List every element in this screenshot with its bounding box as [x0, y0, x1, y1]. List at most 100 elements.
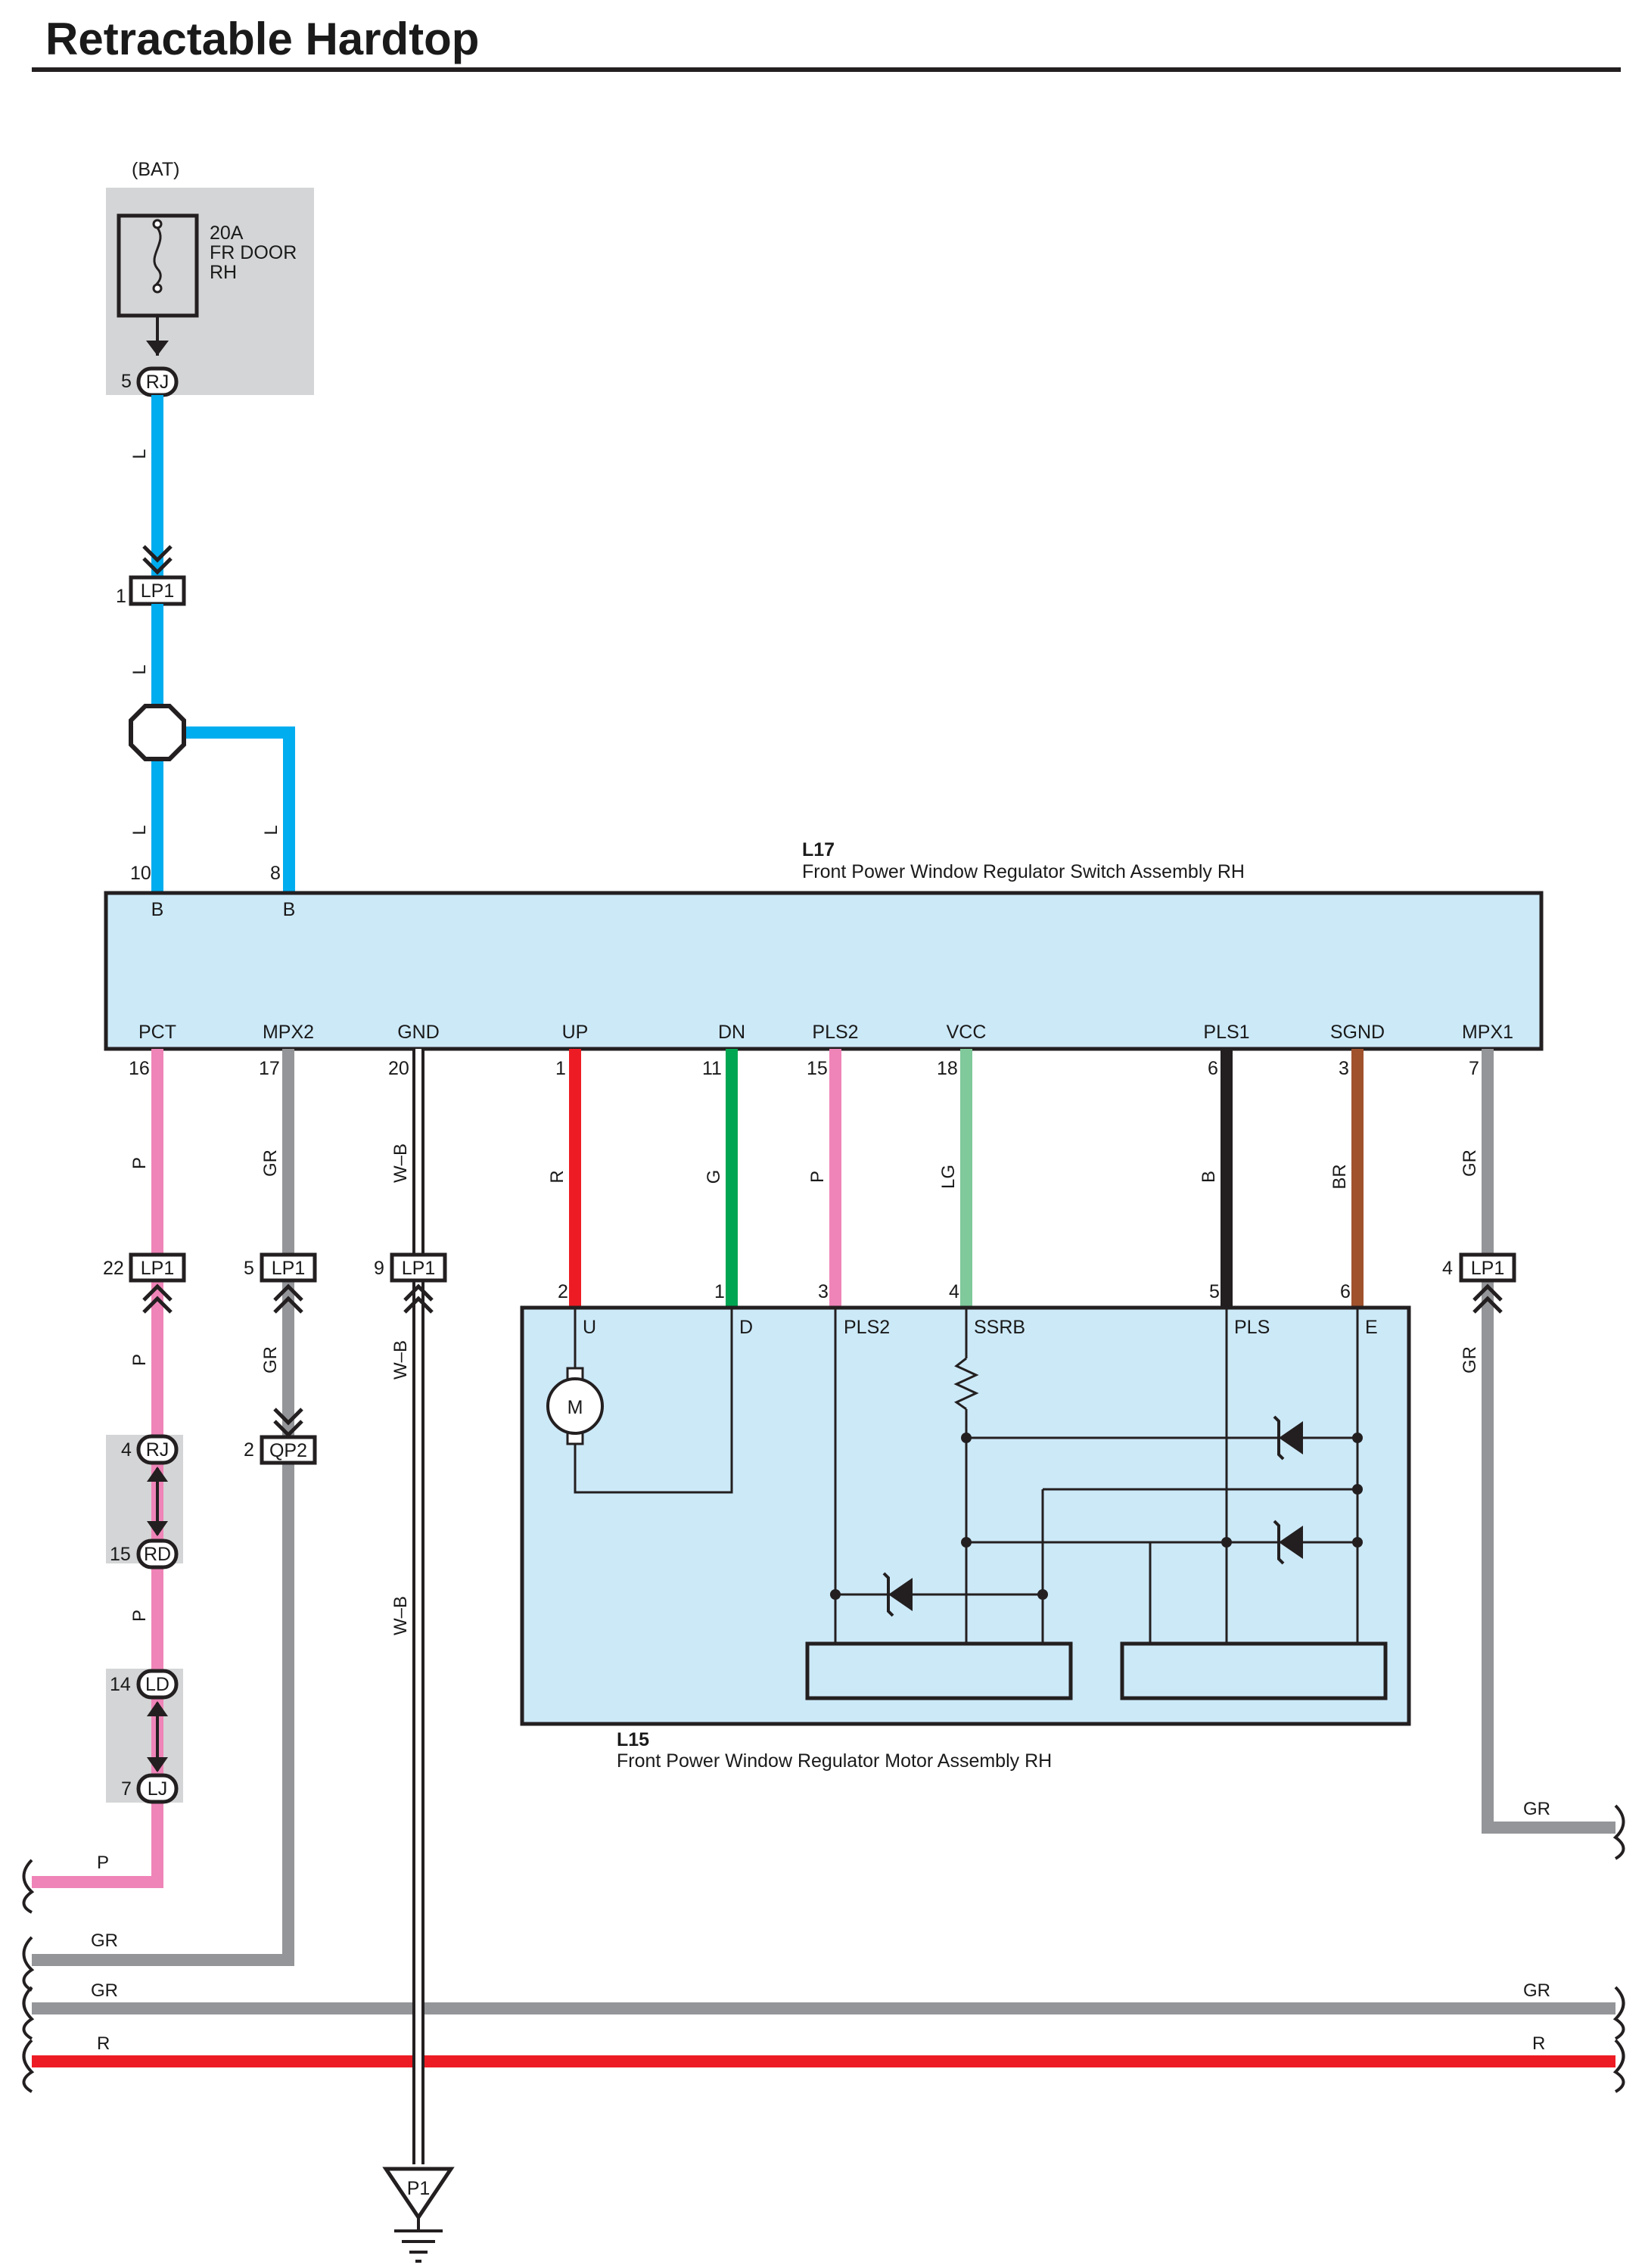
l15-label-pls2: PLS2 [844, 1317, 890, 1338]
l15-pin-6: 6 [1340, 1281, 1351, 1302]
conn-lp1-gnd-label: LP1 [402, 1258, 435, 1279]
pin-17: 17 [259, 1058, 280, 1079]
chevron-down-icon [142, 545, 173, 575]
wire-label-pls2: P [807, 1171, 828, 1183]
l17-label-sgnd: SGND [1330, 1022, 1385, 1043]
conn-ld-pin: 14 [110, 1674, 131, 1695]
pin-15: 15 [807, 1058, 828, 1079]
wire-label-l-d: L [261, 825, 281, 835]
wire-label-gr-right: GR [1523, 1980, 1550, 2001]
connector-rj-label: RJ [146, 372, 169, 393]
l17-top-pin-10: 10 [130, 863, 151, 884]
connector-qp2 [260, 1435, 317, 1465]
wire-mpx1 [1482, 1049, 1615, 1834]
l15-pin-3: 3 [818, 1281, 829, 1302]
conn-qp2-pin: 2 [244, 1439, 254, 1461]
l17-label-pls1: PLS1 [1203, 1022, 1249, 1043]
conn-rj-pin: 4 [121, 1439, 132, 1461]
pin-20: 20 [388, 1058, 409, 1079]
l17-label-mpx2: MPX2 [263, 1022, 314, 1043]
conn-lp1-5-pin: 5 [244, 1258, 254, 1279]
l17-top-label-b2: B [283, 899, 296, 920]
arrow-down-icon [147, 1757, 168, 1772]
conn-ld-label: LD [145, 1674, 169, 1695]
ground-icon [394, 2217, 443, 2263]
wire-label-mpx1-h: GR [1523, 1799, 1550, 1819]
wire-label-l-a: L [129, 449, 150, 459]
zener-diode-icon [882, 1572, 913, 1617]
wire-break-marks-left [22, 1859, 35, 2093]
conn-qp2-label: QP2 [269, 1440, 307, 1461]
wire-break-marks-right [1612, 1804, 1625, 2093]
motor-icon [546, 1367, 604, 1445]
arrow-down-icon [146, 341, 169, 356]
wire-label-pls1: B [1199, 1171, 1219, 1183]
conn-lp1-pct-label: LP1 [141, 1258, 174, 1279]
l15-label-ssrb: SSRB [974, 1317, 1025, 1338]
zener-diode-icon [1273, 1415, 1303, 1461]
chevron-up-icon [403, 1283, 434, 1314]
l17-id: L17 [802, 839, 835, 860]
conn-rd-label: RD [144, 1544, 171, 1565]
conn-lp1-4-pin: 4 [1442, 1258, 1453, 1279]
zener-diode-icon [1273, 1520, 1303, 1565]
l15-pin-5: 5 [1209, 1281, 1220, 1302]
pin-18: 18 [937, 1058, 958, 1079]
fuse-icon [152, 219, 163, 294]
fuse-pin-number: 5 [121, 371, 132, 392]
fuse-circuit-line2: RH [210, 262, 237, 283]
wire-label-r-left: R [97, 2033, 110, 2054]
l17-label-mpx1: MPX1 [1462, 1022, 1513, 1043]
pin-16: 16 [129, 1058, 150, 1079]
l15-label-u: U [583, 1317, 596, 1338]
connector-lp1-mpx2 [260, 1252, 317, 1283]
fuse-box-shade [106, 188, 314, 395]
wire-label-gnd-c: W–B [390, 1596, 411, 1635]
wire-label-mpx1-b: GR [1460, 1346, 1480, 1374]
wire-label-mpx2-b: GR [260, 1346, 281, 1374]
pin-11: 11 [702, 1058, 722, 1079]
wire-label-dn: G [704, 1170, 724, 1184]
l17-top-label-b1: B [151, 899, 164, 920]
connector-rd [136, 1538, 179, 1570]
wire-mpx2 [32, 1049, 294, 1966]
conn-lp1-pin1: 1 [116, 586, 126, 607]
pin-3: 3 [1339, 1058, 1349, 1079]
arrow-down-icon [147, 1521, 168, 1536]
connector-rj2 [136, 1434, 179, 1465]
arrow-up-icon [147, 1701, 168, 1716]
l17-label-pls2: PLS2 [812, 1022, 858, 1043]
l17-body [104, 891, 1544, 1051]
wire-l-branch [182, 726, 295, 893]
l17-top-pin-8: 8 [270, 863, 281, 884]
pin-1: 1 [555, 1058, 566, 1079]
conn-lp1-22-pin: 22 [103, 1258, 124, 1279]
wire-label-l-b: L [129, 664, 150, 674]
l15-pin-1: 1 [714, 1281, 725, 1302]
wire-label-mpx2-h: GR [91, 1930, 118, 1951]
junction-dots [830, 1433, 1363, 1600]
l15-ic-block-left [805, 1641, 1073, 1700]
wire-label-pct-b: P [129, 1354, 150, 1366]
wire-label-mpx2-a: GR [260, 1150, 281, 1177]
connector-ld [136, 1669, 179, 1700]
l17-name: Front Power Window Regulator Switch Asse… [802, 861, 1245, 882]
fuse-rating: 20A [210, 222, 244, 244]
chevron-up-icon [1472, 1283, 1503, 1314]
l15-ic-block-right [1120, 1641, 1388, 1700]
pin-6: 6 [1208, 1058, 1218, 1079]
connector-lp1-mpx1 [1459, 1252, 1516, 1283]
l17-label-vcc: VCC [947, 1022, 987, 1043]
wire-label-pct-a: P [129, 1157, 150, 1169]
chevron-up-icon [273, 1283, 303, 1314]
conn-rj2-label: RJ [146, 1439, 169, 1461]
wire-label-pct-h: P [97, 1853, 109, 1873]
page-title: Retractable Hardtop [45, 14, 479, 64]
l17-label-dn: DN [718, 1022, 745, 1043]
l15-pin-2: 2 [558, 1281, 568, 1302]
conn-lj-label: LJ [148, 1778, 167, 1800]
wire-label-mpx1-a: GR [1460, 1150, 1480, 1177]
connector-lj [136, 1773, 179, 1804]
wire-label-gnd-a: W–B [390, 1143, 411, 1183]
